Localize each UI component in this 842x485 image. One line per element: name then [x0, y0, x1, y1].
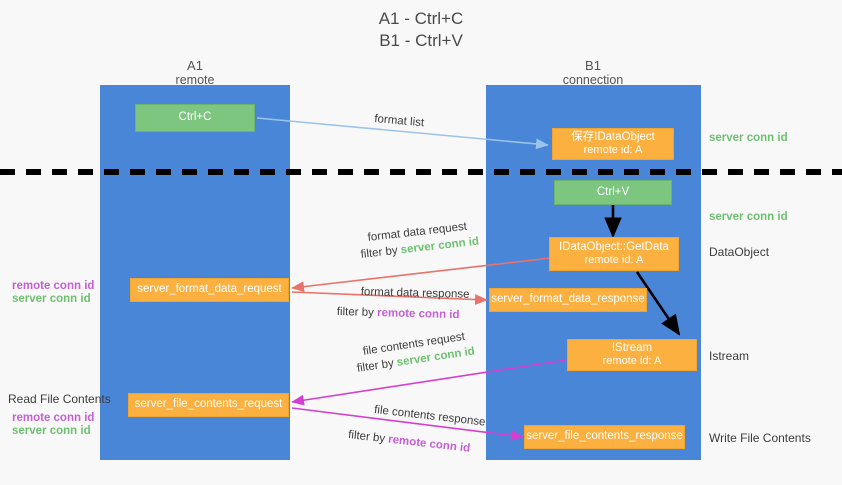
edge-label-format-data-response: format data response: [360, 285, 470, 301]
label-server-conn-id-mid: server conn id: [709, 211, 788, 223]
box-ctrl-v[interactable]: Ctrl+V: [554, 180, 672, 205]
edge-label-format-list: format list: [373, 112, 425, 130]
box-ctrl-v-line1: Ctrl+V: [596, 185, 630, 198]
box-server-file-contents-response[interactable]: server_file_contents_response: [524, 425, 685, 449]
filter-prefix-3: filter by: [356, 357, 398, 375]
column-a1-sub: remote: [175, 73, 215, 87]
filter-prefix-4: filter by: [347, 428, 389, 446]
label-remote-conn-id-2: remote conn id: [12, 412, 95, 424]
edge-label-file-contents-response-filter: filter by remote conn id: [347, 428, 471, 457]
column-a1-name: A1: [187, 58, 203, 73]
label-remote-conn-id-1: remote conn id: [12, 280, 95, 292]
filter-prefix-1: filter by: [360, 244, 402, 261]
box-server-format-data-response[interactable]: server_format_data_response: [489, 288, 647, 312]
edge-label-format-data-response-filter: filter by remote conn id: [337, 305, 460, 323]
label-dataobject: DataObject: [709, 245, 770, 259]
box-idataobject-getdata[interactable]: IDataObject::GetData remote id: A: [549, 237, 679, 271]
diagram-title: A1 - Ctrl+C B1 - Ctrl+V: [0, 8, 842, 52]
box-idataobject-save-line2: remote id: A: [583, 144, 643, 156]
box-server-format-data-request[interactable]: server_format_data_request: [130, 278, 289, 302]
label-server-conn-id-top: server conn id: [709, 132, 788, 144]
box-server-file-contents-request[interactable]: server_file_contents_request: [128, 393, 289, 417]
column-b1-sub: connection: [562, 73, 624, 87]
filter-value-remote-conn-id-1: remote conn id: [376, 307, 460, 322]
label-server-conn-id-1: server conn id: [12, 293, 91, 305]
filter-prefix-2: filter by: [336, 305, 378, 320]
label-istream: Istream: [709, 349, 750, 363]
box-istream[interactable]: IStream remote id: A: [567, 339, 697, 371]
box-idataobject-getdata-line2: remote id: A: [584, 254, 644, 266]
edge-label-file-contents-response: file contents response: [373, 403, 487, 429]
box-idataobject-save[interactable]: 保存IDataObject remote id: A: [552, 128, 674, 160]
column-header-a1: A1 remote: [140, 58, 250, 88]
box-server-file-contents-response-label: server_file_contents_response: [526, 430, 683, 443]
box-server-format-data-request-label: server_format_data_request: [137, 283, 282, 296]
box-server-file-contents-request-label: server_file_contents_request: [134, 398, 283, 411]
box-istream-line1: IStream: [611, 341, 653, 354]
column-b1-name: B1: [585, 58, 601, 73]
title-line-2: B1 - Ctrl+V: [379, 31, 463, 50]
title-line-1: A1 - Ctrl+C: [378, 9, 464, 28]
box-ctrl-c[interactable]: Ctrl+C: [135, 104, 255, 132]
label-server-conn-id-2: server conn id: [12, 425, 91, 437]
label-read-file-contents: Read File Contents: [8, 392, 111, 406]
box-ctrl-c-line1: Ctrl+C: [178, 111, 212, 124]
box-idataobject-save-line1: 保存IDataObject: [571, 130, 655, 143]
filter-value-remote-conn-id-2: remote conn id: [387, 433, 471, 455]
box-istream-line2: remote id: A: [602, 355, 662, 367]
column-header-b1: B1 connection: [538, 58, 648, 88]
box-server-format-data-response-label: server_format_data_response: [491, 293, 645, 306]
box-idataobject-getdata-line1: IDataObject::GetData: [559, 240, 669, 253]
label-write-file-contents: Write File Contents: [709, 431, 811, 445]
